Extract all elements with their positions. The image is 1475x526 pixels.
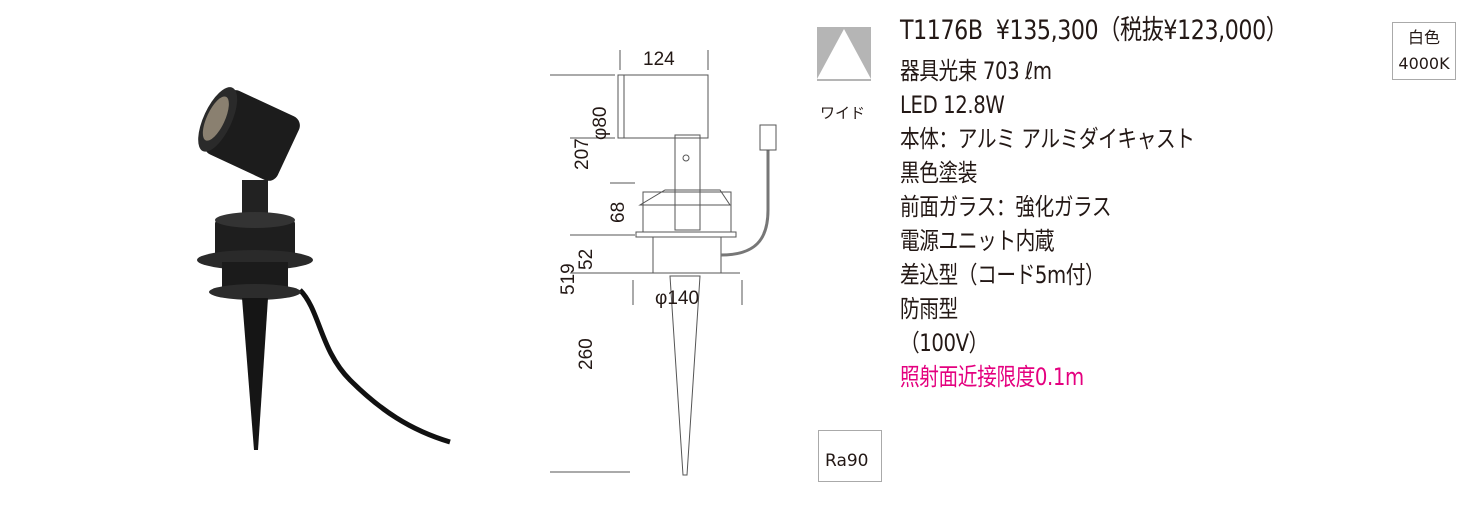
color-name: 白色 — [1407, 28, 1440, 47]
spec-wattage: LED 12.8W — [900, 91, 1005, 119]
spec-power: 電源ユニット内蔵 — [900, 227, 1055, 255]
dim-body-height: 68 — [608, 202, 629, 223]
dim-spike-length: 260 — [576, 338, 597, 370]
spec-type: 差込型（コード5m付） — [900, 261, 1105, 289]
price: ¥135,300 — [995, 15, 1099, 46]
proximity-note: 照射面近接限度0.1m — [900, 363, 1084, 391]
dim-head-diameter: φ80 — [590, 107, 611, 140]
spec-weather: 防雨型 — [900, 295, 958, 323]
spec-glass: 前面ガラス：強化ガラス — [900, 193, 1112, 221]
product-title: T1176B ¥135,300（税抜¥123,000） — [900, 14, 1288, 48]
ra-badge: Ra90 — [818, 430, 882, 482]
spec-lumen: 器具光束 703 ℓm — [900, 57, 1052, 85]
dim-base-diameter: φ140 — [655, 288, 699, 309]
dim-width: 124 — [643, 49, 675, 70]
beam-label: ワイド — [820, 104, 866, 122]
wide-beam-icon — [817, 27, 871, 81]
color-temperature-badge: 白色 4000K — [1392, 22, 1456, 80]
product-photo — [197, 87, 451, 450]
spec-voltage: （100V） — [900, 329, 988, 357]
dim-base-height: 52 — [576, 249, 597, 270]
spec-list: 器具光束 703 ℓm LED 12.8W 本体：アルミ アルミダイキャスト 黒… — [900, 54, 1195, 394]
color-kelvin: 4000K — [1398, 54, 1450, 73]
price-ex-tax: （税抜¥123,000） — [1098, 15, 1288, 46]
spec-finish: 黒色塗装 — [900, 159, 978, 187]
dim-total-height: 519 — [558, 263, 579, 295]
model-number: T1176B — [900, 15, 983, 46]
dimension-drawing: 124 φ80 207 68 52 519 φ140 260 — [550, 49, 777, 476]
dim-head-height: 207 — [572, 138, 593, 170]
spec-body: 本体：アルミ アルミダイキャスト — [900, 125, 1195, 153]
